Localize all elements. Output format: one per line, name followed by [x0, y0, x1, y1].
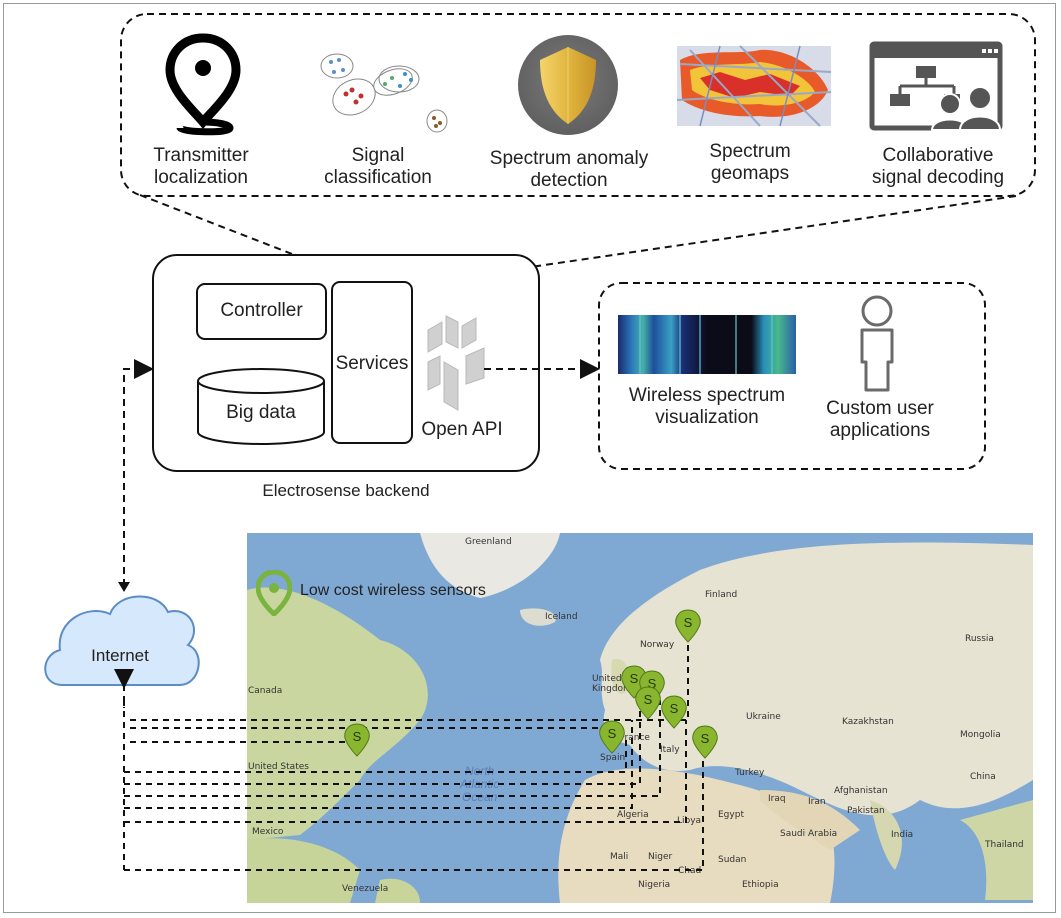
- cluster-icon: [320, 53, 448, 133]
- map-label: India: [891, 830, 914, 840]
- map-label: Egypt: [718, 810, 744, 820]
- map-label: Ethiopia: [742, 880, 779, 890]
- map-label: Greenland: [465, 537, 512, 547]
- sensor-marker: S: [661, 695, 687, 729]
- sensor-marker: S: [635, 686, 661, 720]
- services-panel: [120, 13, 1036, 197]
- map-label: Afghanistan: [834, 786, 888, 796]
- sensor-marker-letter: S: [670, 701, 679, 716]
- spectrum-anomaly-detection-label: Spectrum anomaly detection: [489, 148, 649, 191]
- controller-box: [196, 283, 327, 340]
- big-data-label: Big data: [226, 402, 296, 423]
- map-label: Iran: [808, 797, 826, 807]
- link-panel-right: [407, 195, 1017, 286]
- map-label: Iraq: [768, 794, 786, 804]
- api-icon: [427, 315, 485, 411]
- map-label: Sudan: [718, 855, 747, 865]
- map-label: Pakistan: [847, 806, 885, 816]
- big-data-cylinder: [197, 368, 325, 445]
- sensor-marker: S: [675, 609, 701, 643]
- map-label: Iceland: [545, 612, 578, 622]
- map-label: Ukraine: [746, 712, 781, 722]
- sensor-marker-letter: S: [630, 671, 639, 686]
- map-label: Mexico: [252, 827, 284, 837]
- map-label: Algeria: [617, 810, 649, 820]
- sensor-marker: S: [344, 723, 370, 757]
- figure-frame: [3, 3, 1056, 913]
- collaborative-signal-decoding-label: Collaborative signal decoding: [871, 145, 1005, 188]
- apps-panel: [598, 282, 986, 470]
- spectrum-geomaps-label: Spectrum geomaps: [709, 141, 791, 184]
- map-label: Canada: [248, 686, 283, 696]
- backend-title: Electrosense backend: [262, 481, 430, 500]
- map-label: Venezuela: [342, 884, 389, 894]
- location-pin-icon: [165, 33, 241, 136]
- transmitter-localization-label: Transmitter localization: [153, 145, 249, 188]
- map-label: Norway: [640, 640, 675, 650]
- sensor-marker-letter: S: [353, 729, 362, 744]
- map-label: Turkey: [735, 768, 765, 778]
- collaboration-icon: [869, 41, 1003, 131]
- sensor-legend-label: Low cost wireless sensors: [300, 582, 486, 599]
- map-label: Saudi Arabia: [780, 829, 838, 839]
- map-label: Spain: [600, 753, 626, 763]
- sensor-marker-letter: S: [644, 692, 653, 707]
- signal-classification-label: Signal classification: [324, 145, 432, 188]
- heatmap-icon: [676, 45, 832, 127]
- user-icon: [860, 295, 894, 392]
- sensor-legend-icon: [256, 570, 292, 616]
- services-label: Services: [335, 353, 409, 374]
- services-box: [331, 281, 413, 444]
- map-label: Russia: [965, 634, 994, 644]
- map-label: Nigeria: [638, 880, 671, 890]
- sensor-marker-letter: S: [684, 615, 693, 630]
- shield-icon: [518, 35, 618, 135]
- spectrum-visualization-label: Wireless spectrum visualization: [628, 385, 786, 428]
- sensor-marker-letter: S: [701, 731, 710, 746]
- open-api-label: Open API: [421, 419, 503, 440]
- map-label: Kazakhstan: [842, 717, 894, 727]
- map-label: Niger: [648, 852, 673, 862]
- map-label: France: [620, 733, 650, 743]
- custom-apps-label: Custom user applications: [826, 398, 934, 441]
- map-label: Thailand: [985, 840, 1024, 850]
- internet-label: Internet: [91, 646, 149, 665]
- map-label: Mongolia: [960, 730, 1001, 740]
- map-label: United States: [248, 762, 309, 772]
- sensor-marker-letter: S: [608, 726, 617, 741]
- world-map: [247, 533, 1033, 903]
- map-label: Mali: [610, 852, 629, 862]
- map-label: Libya: [677, 816, 702, 826]
- map-label: China: [970, 772, 996, 782]
- sensor-marker-letter: S: [648, 676, 657, 691]
- map-label: Italy: [660, 745, 680, 755]
- map-label: Finland: [705, 590, 738, 600]
- internet-backend-link: [123, 359, 154, 586]
- sensor-marker: S: [692, 725, 718, 759]
- controller-label: Controller: [220, 300, 303, 321]
- sensor-marker: S: [599, 720, 625, 754]
- map-label: United Kingdom: [592, 674, 632, 694]
- spectrum-waterfall: [618, 315, 796, 374]
- internet-cloud: [44, 595, 200, 686]
